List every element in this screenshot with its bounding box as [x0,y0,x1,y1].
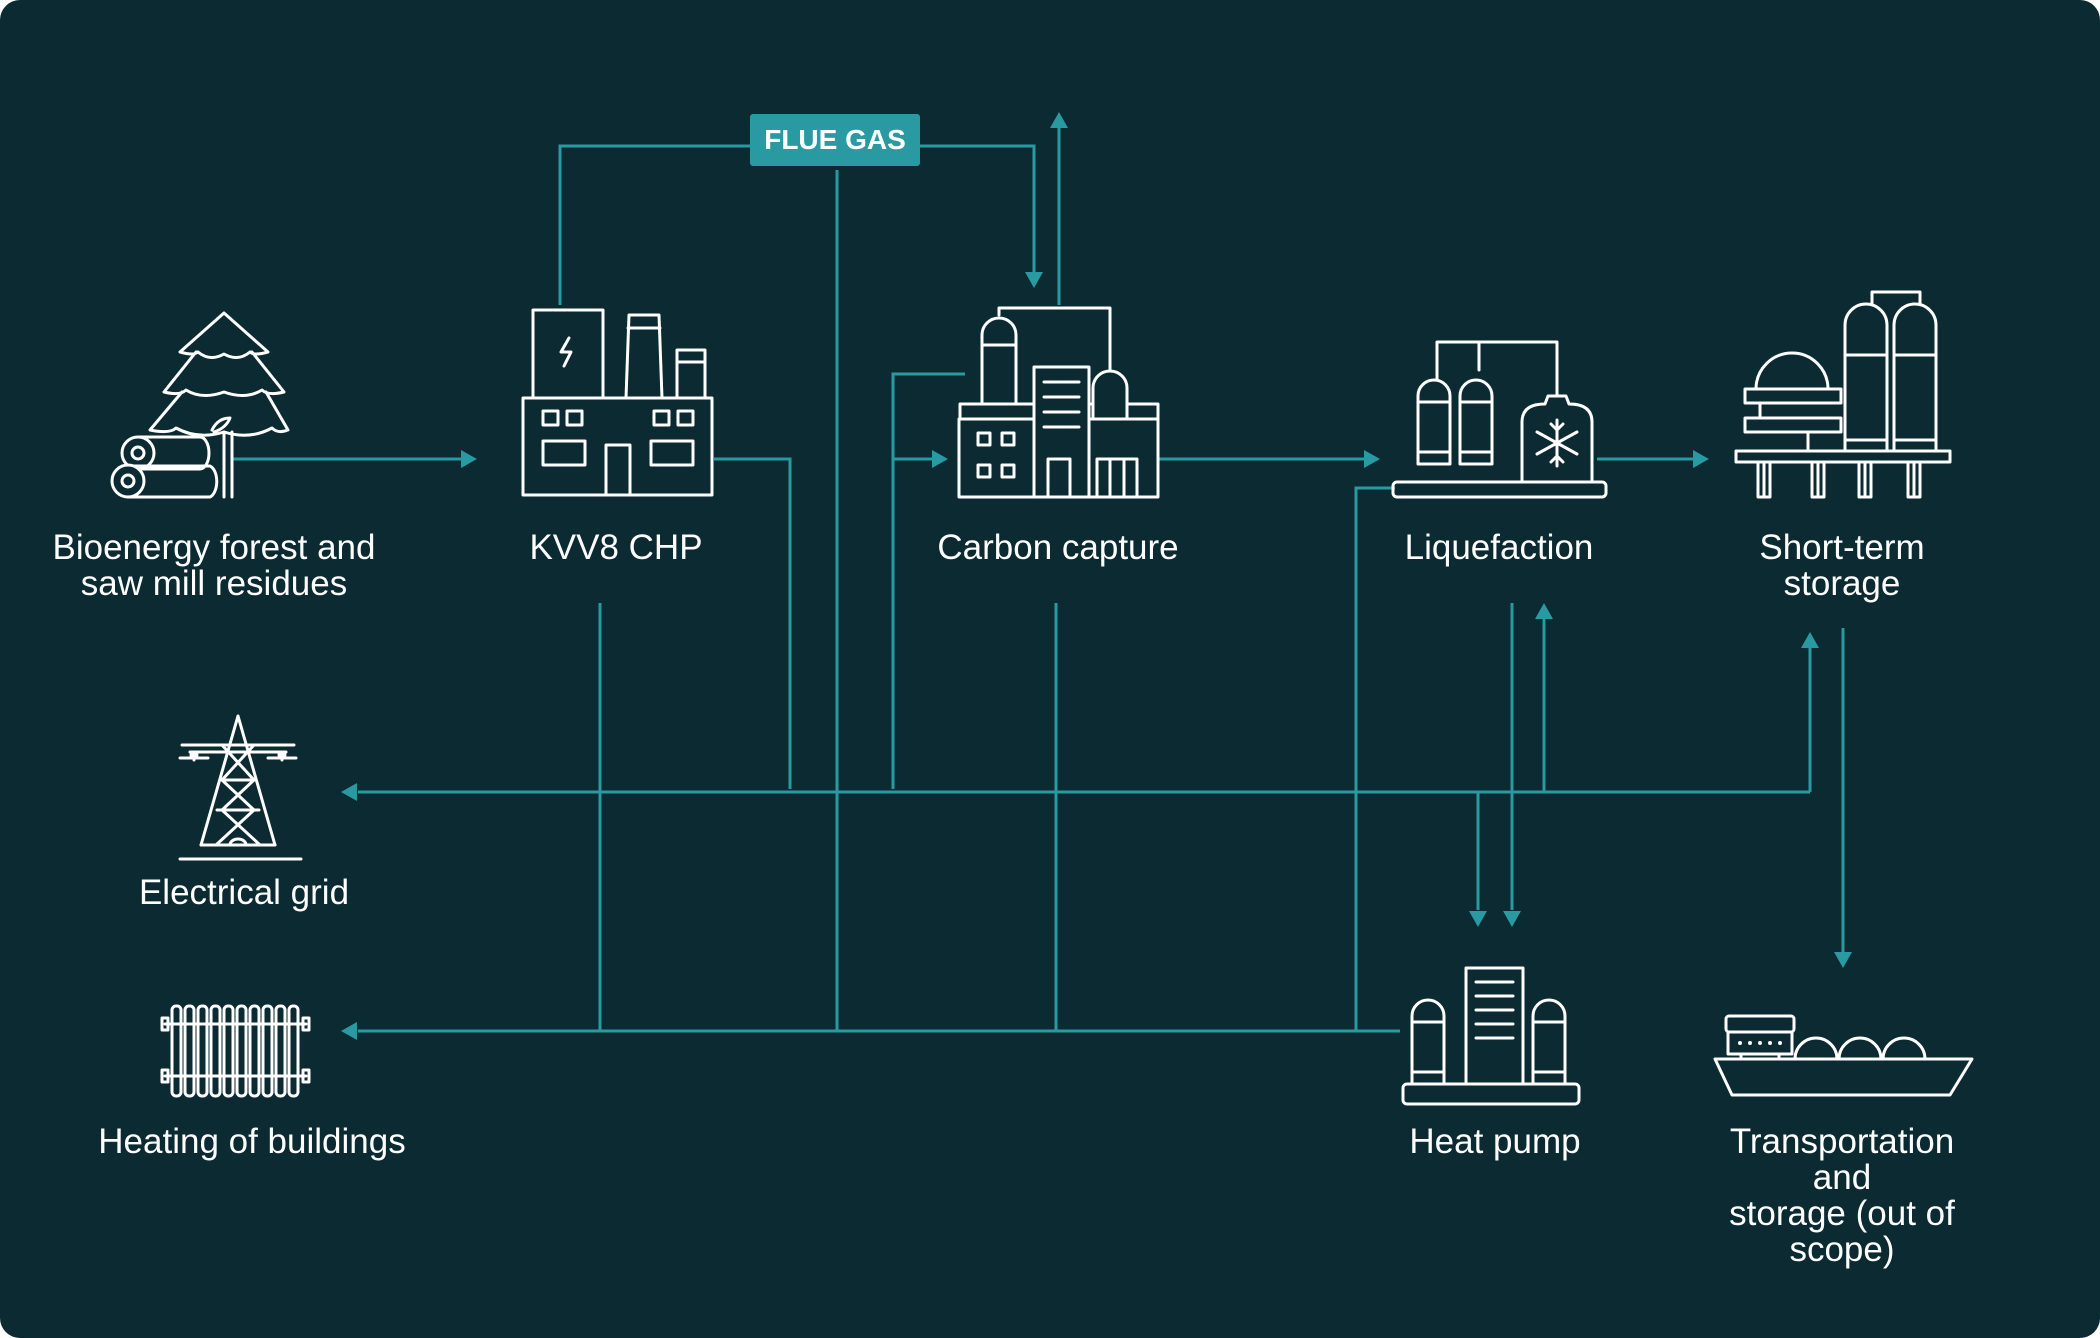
flow-chp-power-to-grid [714,457,792,789]
flow-flue-gas-to-capture [920,144,1036,274]
flow-liquefaction-heat-loop [1354,486,1395,1031]
radiator-icon [160,1004,311,1098]
chp-label: KVV8 CHP [529,528,703,567]
short-term-storage-label: Short-term storage [1759,528,1925,603]
connectors [232,112,1852,1040]
transmission-tower-icon [178,714,303,861]
ship-icon [1713,1014,1974,1097]
tree-logs-icon [110,311,290,499]
liquefaction-label: Liquefaction [1404,528,1594,567]
bioenergy-label: Bioenergy forest and saw mill residues [52,528,376,603]
heating-of-buildings-label: Heating of buildings [98,1122,406,1161]
flow-chp-to-flue-gas [558,144,750,305]
heat-pump-label: Heat pump [1409,1122,1581,1161]
flow-grid-to-capture [891,372,965,789]
storage-tanks-icon [1734,290,1952,499]
transportation-label: Transportation and storage (out of scope… [1729,1122,1955,1269]
heat-pump-icon [1401,966,1581,1106]
electrical-grid-label: Electrical grid [138,873,350,912]
carbon-capture-label: Carbon capture [937,528,1179,567]
flue-gas-tag: FLUE GAS [750,114,920,166]
liquefaction-tanks-icon [1391,340,1608,499]
power-plant-icon [521,308,714,497]
carbon-capture-plant-icon [957,306,1160,499]
